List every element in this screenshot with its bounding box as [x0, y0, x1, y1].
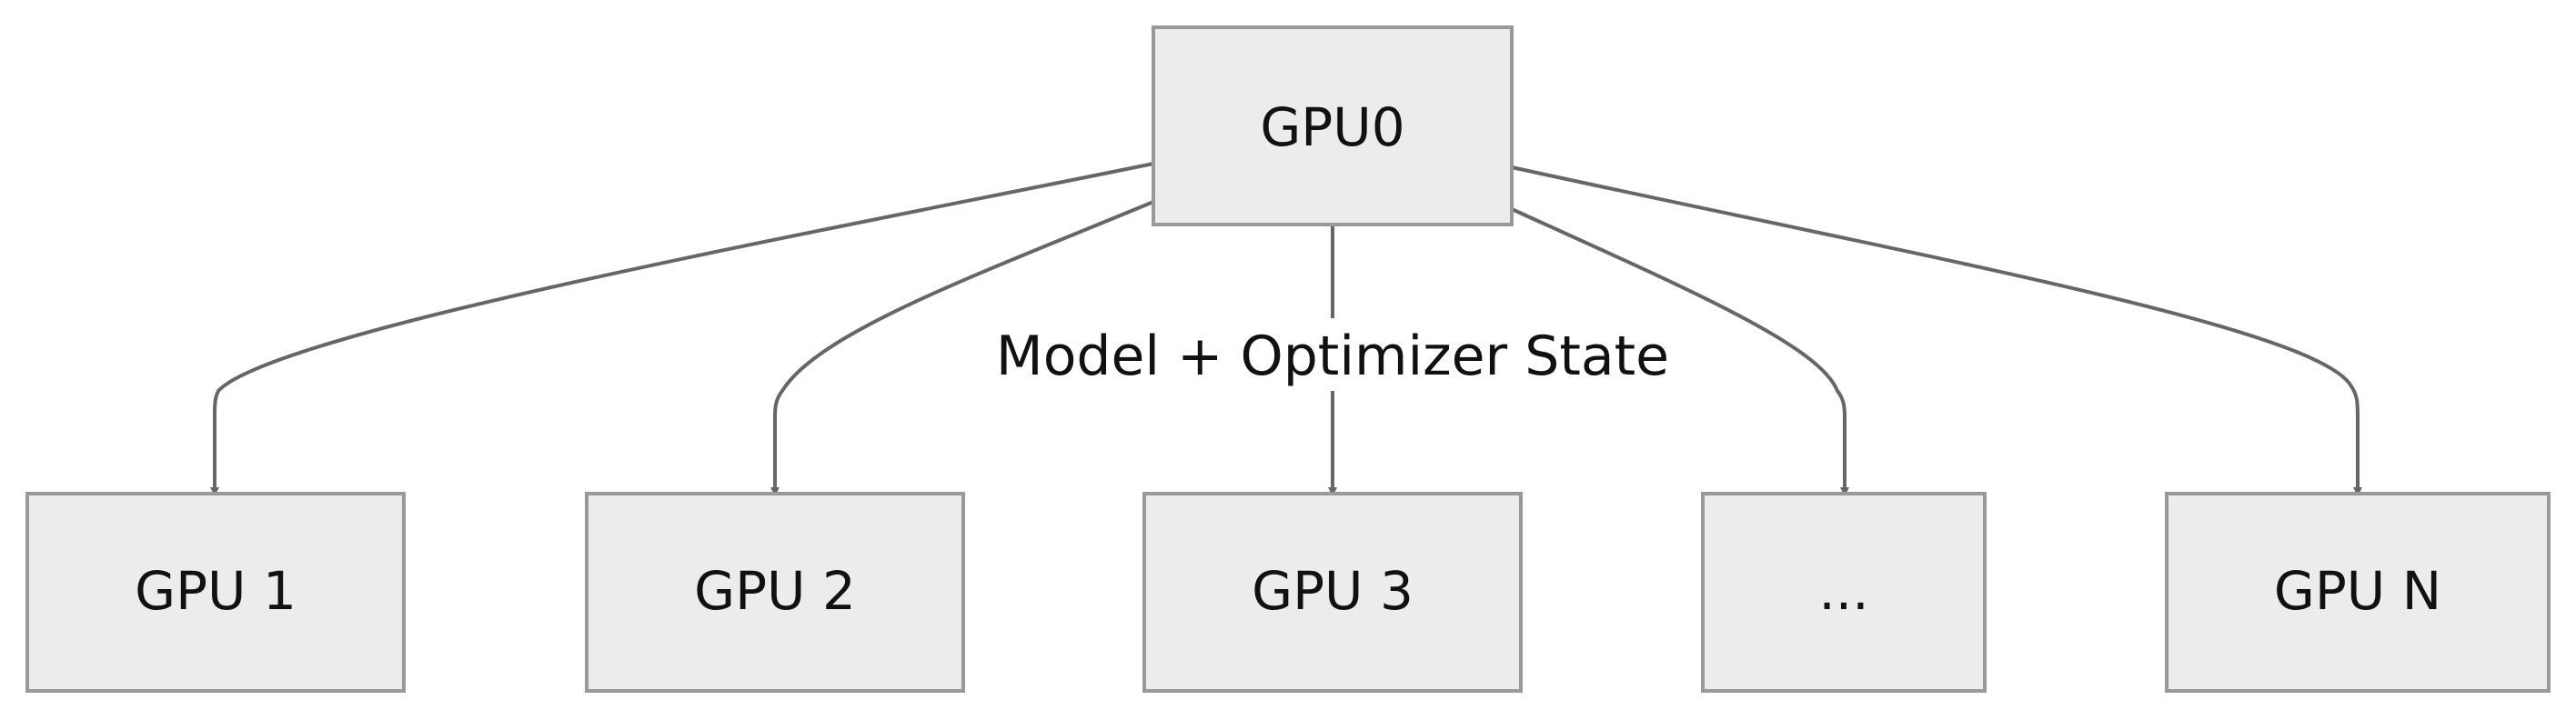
node-gpu2-box — [585, 492, 965, 693]
node-gpu1-label: GPU 1 — [135, 560, 297, 622]
edge-root-to-gpun — [1511, 165, 2362, 496]
node-ellipsis-label: ... — [1818, 560, 1868, 622]
node-gpu2: GPU 2 — [585, 492, 965, 693]
node-ellipsis-box — [1701, 492, 1987, 693]
node-gpu3-label: GPU 3 — [1252, 560, 1414, 622]
edge-label-text: Model + Optimizer State — [996, 325, 1669, 388]
node-gpu1: GPU 1 — [25, 492, 406, 693]
edge-root-to-gpu2 — [770, 200, 1154, 496]
node-gpun-box — [2165, 492, 2551, 693]
edge-label-background — [1010, 318, 1655, 391]
node-root-box — [1152, 25, 1514, 226]
edge-root-to-ellipsis — [1511, 207, 1849, 496]
edge-root-to-gpu1 — [210, 162, 1154, 496]
node-ellipsis: ... — [1701, 492, 1987, 693]
node-gpun-label: GPU N — [2274, 560, 2441, 622]
edges — [210, 162, 2362, 496]
node-gpu3: GPU 3 — [1142, 492, 1523, 693]
node-root: GPU0 — [1152, 25, 1514, 226]
node-root-label: GPU0 — [1260, 96, 1404, 158]
node-gpu2-label: GPU 2 — [694, 560, 856, 622]
node-gpu1-box — [25, 492, 406, 693]
edge-label: Model + Optimizer State — [996, 318, 1669, 391]
node-gpun: GPU N — [2165, 492, 2551, 693]
node-gpu3-box — [1142, 492, 1523, 693]
